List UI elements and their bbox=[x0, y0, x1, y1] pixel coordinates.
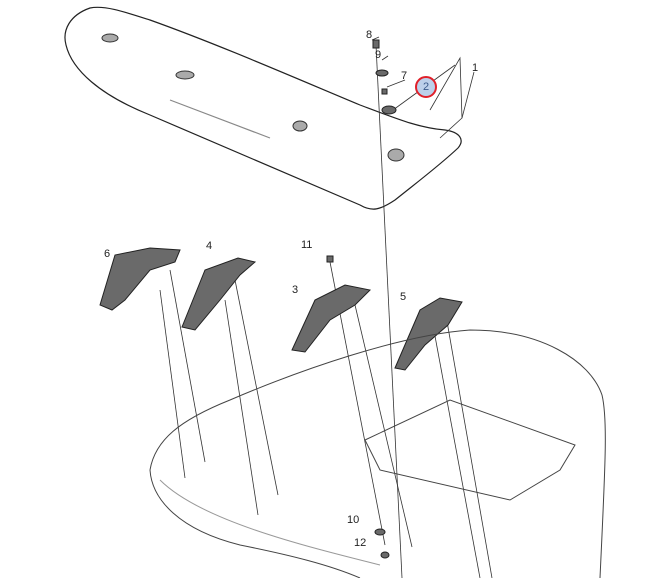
callout-7[interactable]: 7 bbox=[401, 70, 408, 82]
bracket-part-6 bbox=[99, 247, 181, 311]
callout-5[interactable]: 5 bbox=[400, 291, 407, 303]
roof-panel bbox=[149, 329, 606, 578]
callout-3[interactable]: 3 bbox=[292, 284, 299, 296]
callout-11[interactable]: 11 bbox=[301, 239, 313, 251]
bracket-part-5 bbox=[394, 297, 463, 371]
callout-10[interactable]: 10 bbox=[347, 514, 360, 526]
bracket-part-3 bbox=[291, 284, 372, 353]
callout-2-highlighted[interactable]: 2 bbox=[415, 76, 437, 98]
callout-12[interactable]: 12 bbox=[354, 537, 367, 549]
callout-1[interactable]: 1 bbox=[472, 62, 479, 74]
callout-6[interactable]: 6 bbox=[104, 248, 111, 260]
callout-8[interactable]: 8 bbox=[366, 29, 373, 41]
callout-4[interactable]: 4 bbox=[206, 240, 213, 252]
bracket-part-4 bbox=[181, 257, 257, 331]
callout-9[interactable]: 9 bbox=[375, 49, 382, 61]
spoiler-part-1 bbox=[64, 6, 462, 210]
